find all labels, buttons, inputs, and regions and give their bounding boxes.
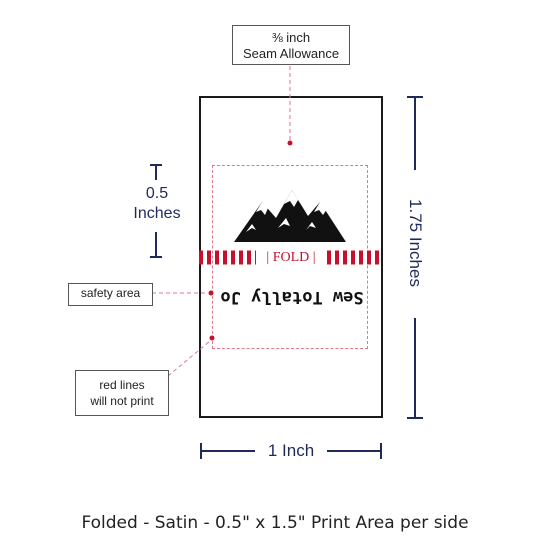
seam-allowance-text: Seam Allowance: [242, 46, 340, 61]
footer-caption: Folded - Satin - 0.5" x 1.5" Print Area …: [81, 513, 469, 533]
red-lines-text-1: red lines: [99, 378, 145, 392]
safety-area-callout: safety area: [68, 283, 153, 306]
seam-allowance-callout: ⅜ inch Seam Allowance: [232, 25, 350, 65]
half-inch-unit: Inches: [133, 205, 181, 222]
redlines-leader-dot: [209, 335, 215, 341]
height-label: 1.75 Inches: [406, 199, 425, 287]
mountain-logo-icon: [234, 190, 346, 242]
red-lines-text-2: will not print: [90, 394, 154, 408]
red-lines-callout: red lines will not print: [75, 370, 169, 416]
half-inch-value: 0.5: [145, 185, 169, 202]
redlines-leader-line: [167, 340, 211, 377]
seam-leader-dot: [287, 140, 293, 146]
safety-leader-dot: [208, 290, 214, 296]
width-label: 1 Inch: [267, 441, 315, 460]
fold-text: | FOLD |: [256, 249, 326, 266]
safety-area-text: safety area: [80, 286, 141, 300]
seam-allowance-amount: ⅜ inch: [271, 30, 311, 45]
half-inch-label: 0.5 Inches: [128, 184, 186, 224]
